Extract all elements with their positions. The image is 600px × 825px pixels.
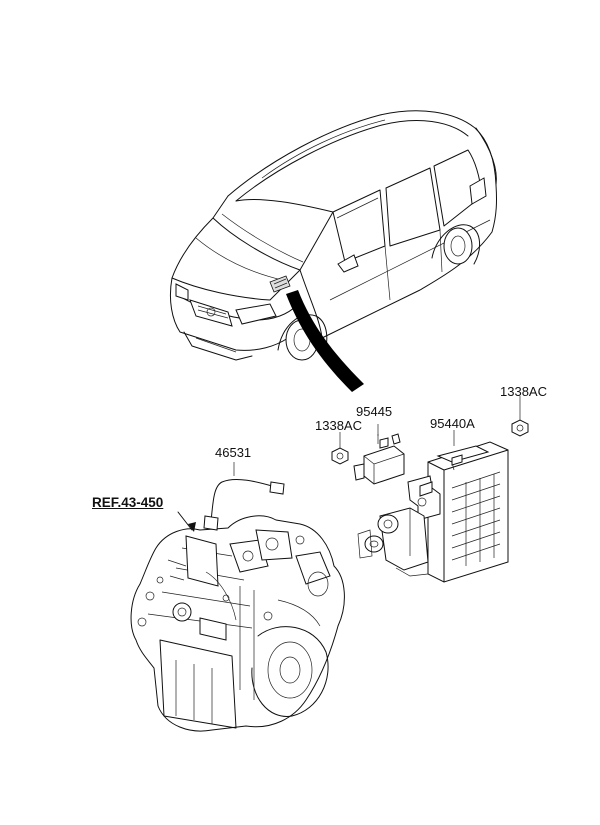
transmission-illustration	[130, 515, 345, 732]
vehicle-illustration	[169, 110, 497, 361]
label-95445: 95445	[356, 404, 393, 419]
label-ref-43-450[interactable]: REF.43-450	[92, 495, 164, 510]
label-46531: 46531	[215, 445, 252, 460]
ref-leader-arrowhead	[188, 522, 196, 532]
nut-1338ac-right-illustration	[511, 402, 529, 437]
label-1338ac-left: 1338AC	[315, 418, 362, 433]
pointer-arrow	[286, 290, 364, 392]
relay-95445-illustration	[353, 433, 405, 485]
ecu-95440a-illustration	[357, 430, 509, 583]
sensor-46531-illustration	[203, 462, 285, 531]
nut-1338ac-left-illustration	[331, 432, 349, 465]
label-95440a: 95440A	[430, 416, 475, 431]
label-1338ac-right: 1338AC	[500, 384, 547, 399]
ref-leader-line	[177, 511, 193, 531]
